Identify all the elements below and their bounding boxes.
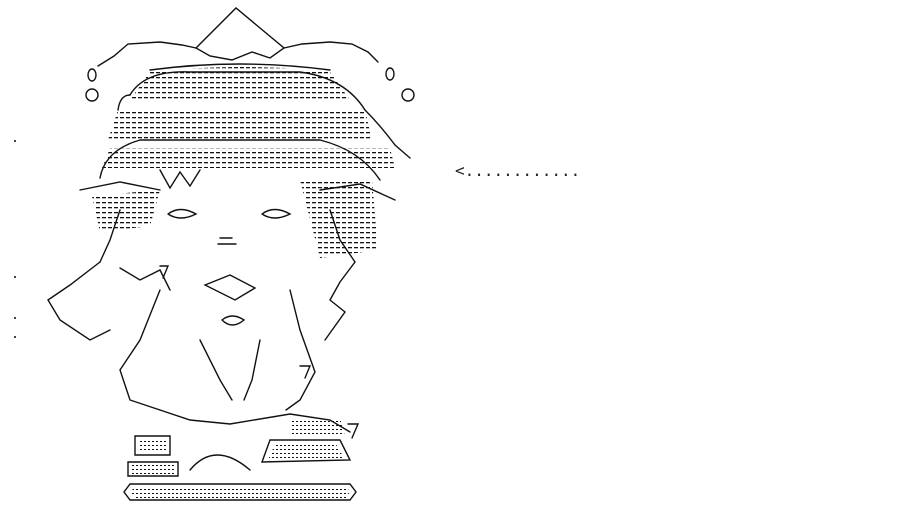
dot-shading [92,67,395,258]
arrow-pointer-text: <............ [455,161,581,180]
hat-band [149,63,331,71]
left-eye [167,208,198,219]
pedestal [123,483,357,501]
mouth [217,237,237,245]
dress [119,289,161,411]
left-ribbon [97,41,197,67]
right-eye [261,208,292,219]
base-front [127,461,179,477]
right-ribbon [283,41,379,63]
hat-peak [194,7,286,61]
collar [203,274,257,301]
left-sleeve [47,261,111,341]
base-left [134,435,171,456]
right-sleeve [324,261,356,341]
ornament-circles [85,67,415,102]
base-right [260,439,352,463]
